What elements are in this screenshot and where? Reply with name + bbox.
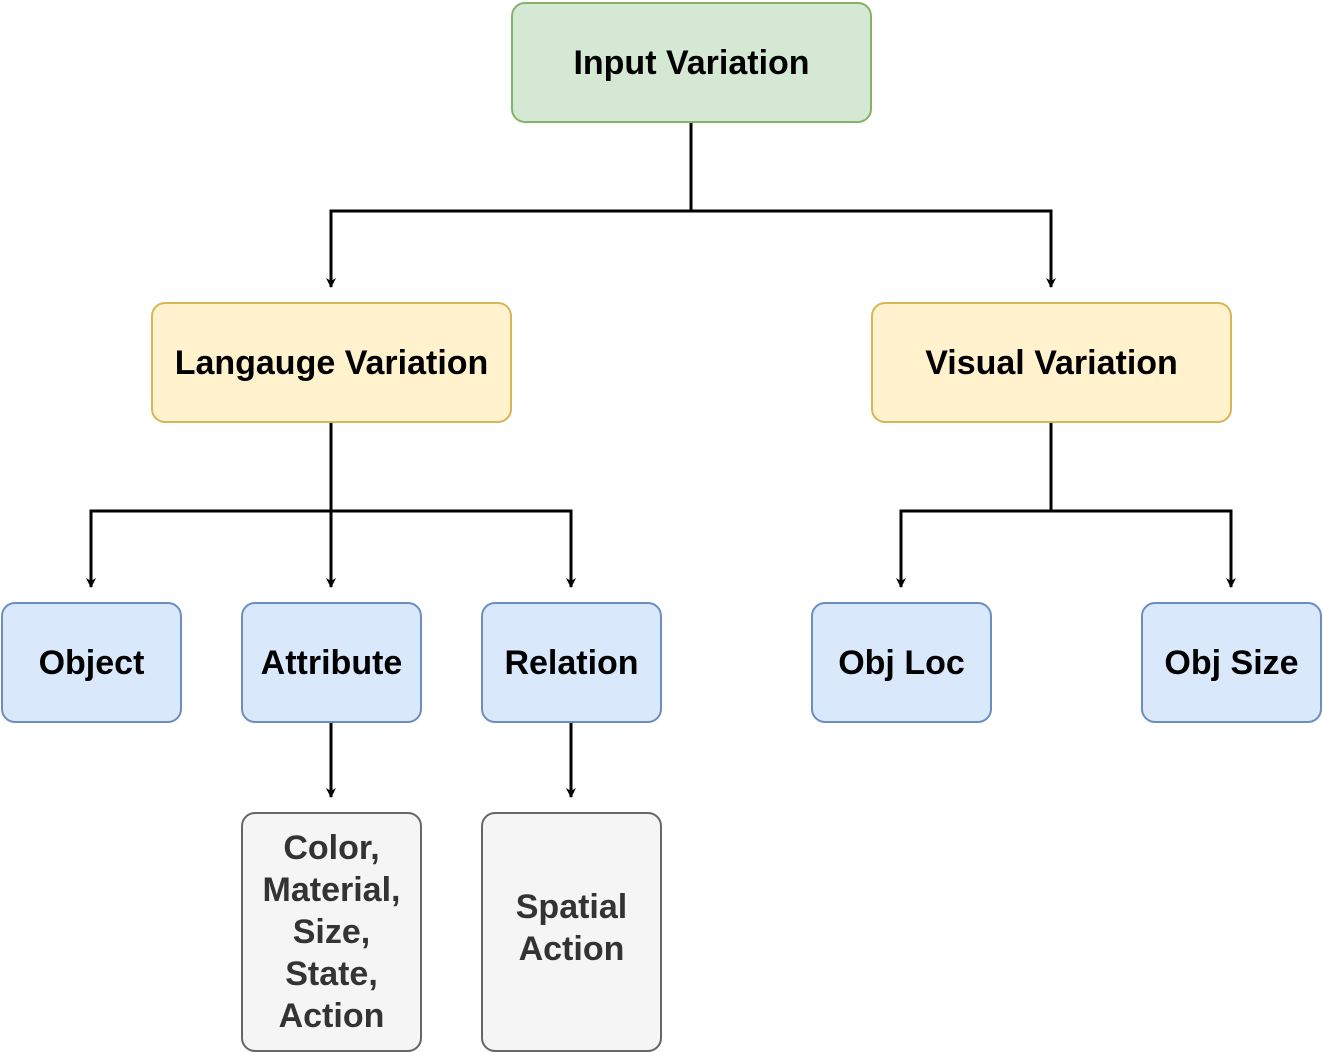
detail-line: Action [518,930,625,968]
relation-details-list: Spatial Action [516,886,627,970]
node-label: Langauge Variation [174,343,489,382]
edge-language-to-relation [331,509,576,588]
node-visual-variation: Visual Variation [871,302,1232,423]
node-label: Visual Variation [925,343,1178,382]
node-obj-size: Obj Size [1141,602,1322,723]
node-input-variation: Input Variation [511,2,872,123]
node-obj-loc: Obj Loc [811,602,992,723]
node-attribute: Attribute [241,602,422,723]
node-language-variation: Langauge Variation [151,302,512,423]
detail-line: Action [278,997,385,1035]
edge-visual-to-obj-size [1051,509,1236,588]
node-label: Obj Size [1164,643,1299,682]
edge-root-to-visual [691,209,1056,288]
edge-language-to-object [86,423,333,588]
node-object: Object [1,602,182,723]
node-relation: Relation [481,602,662,723]
detail-line: Color, [283,829,380,867]
node-attribute-details: Color, Material, Size, State, Action [241,812,422,1052]
detail-line: Spatial [515,888,628,926]
edge-root-to-language [326,123,693,288]
node-label: Obj Loc [838,643,965,682]
node-label: Attribute [260,643,403,682]
node-relation-details: Spatial Action [481,812,662,1052]
detail-line: Size, [292,913,371,951]
attribute-details-list: Color, Material, Size, State, Action [263,827,401,1037]
edge-visual-to-obj-loc [896,423,1053,588]
node-label: Object [38,643,145,682]
node-label: Relation [504,643,639,682]
detail-line: State, [285,955,378,993]
node-label: Input Variation [573,43,810,82]
detail-line: Material, [262,871,401,909]
